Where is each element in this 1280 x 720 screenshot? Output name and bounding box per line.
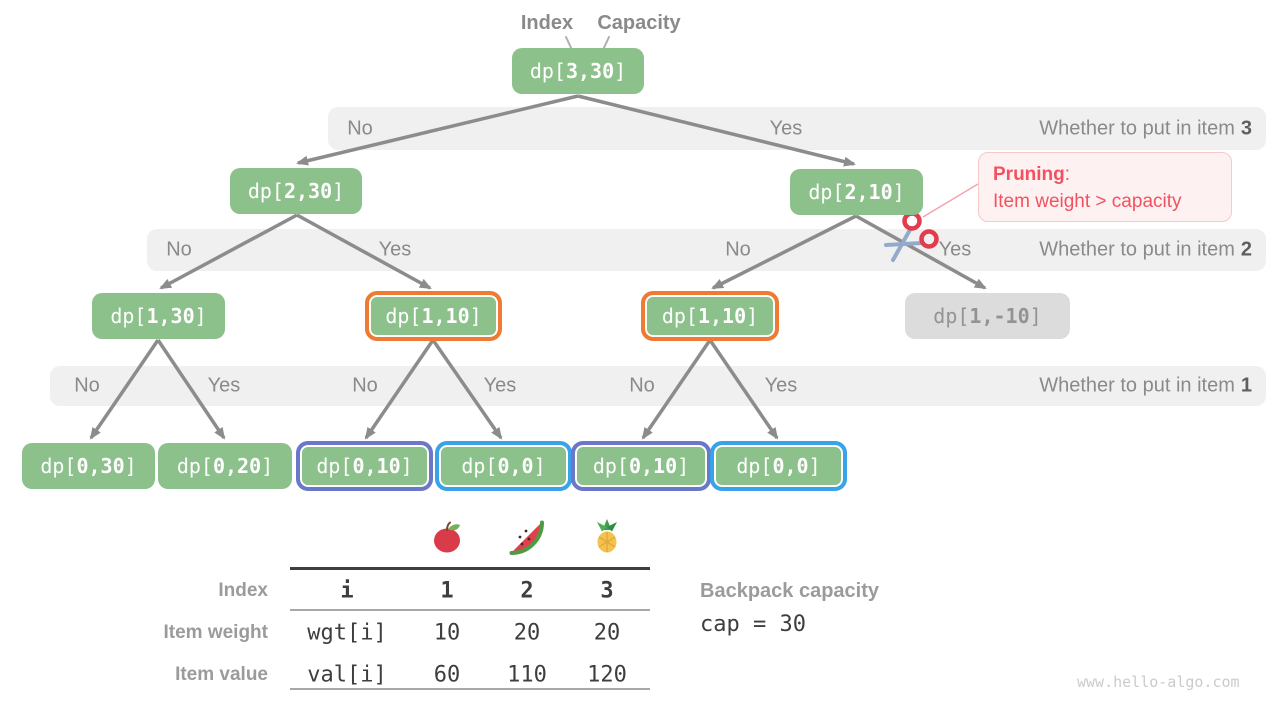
tree-node-dp-2-30: dp[2,30] bbox=[230, 168, 362, 214]
edge-yes-3-30-to-2-10 bbox=[577, 94, 856, 167]
edge-no-1-10-to-0-10 bbox=[364, 339, 435, 440]
edge-yes-2-30-to-1-10 bbox=[296, 213, 432, 290]
decision-label-yes: Yes bbox=[764, 374, 798, 397]
backpack-capacity-label: Backpack capacity bbox=[700, 580, 880, 602]
tree-node-dp-2-10: dp[2,10] bbox=[790, 169, 923, 215]
decision-label-yes: Yes bbox=[483, 374, 517, 397]
tree-node-dp-0-20: dp[0,20] bbox=[158, 443, 292, 489]
pruning-callout-line bbox=[922, 183, 979, 218]
decision-label-no: No bbox=[166, 238, 192, 261]
decision-label-no: No bbox=[725, 238, 751, 261]
scissors-icon bbox=[884, 211, 939, 262]
edge-yes-1-10-to-0-0 bbox=[431, 339, 503, 440]
capacity-label: Capacity bbox=[597, 12, 681, 34]
tree-node-dp-1-10-highlighted: dp[1,10] bbox=[365, 291, 502, 341]
edge-yes-2-10-to-1--10 bbox=[855, 214, 987, 290]
tree-node-dp-0-0-highlighted: dp[0,0] bbox=[435, 441, 572, 491]
edge-no-3-30-to-2-30 bbox=[296, 94, 579, 166]
edge-no-1-10b-to-0-10 bbox=[641, 339, 712, 440]
table-header-cell: 3 bbox=[600, 578, 614, 604]
pruning-callout: Pruning: Item weight > capacity bbox=[978, 152, 1232, 222]
edge-no-1-30-to-0-30 bbox=[89, 339, 160, 440]
table-header-cell: i bbox=[340, 578, 354, 604]
decision-label-yes: Yes bbox=[378, 238, 412, 261]
table-bottom-rule bbox=[290, 688, 650, 690]
watermark: www.hello-algo.com bbox=[1077, 673, 1240, 691]
index-label: Index bbox=[520, 12, 574, 34]
apple-icon bbox=[434, 521, 460, 553]
table-header-cell: 2 bbox=[520, 578, 534, 604]
tree-node-dp-0-0-highlighted: dp[0,0] bbox=[710, 441, 847, 491]
pineapple-icon bbox=[597, 519, 617, 553]
decision-label-no: No bbox=[347, 117, 373, 139]
watermelon-icon bbox=[509, 520, 544, 555]
table-cell: 20 bbox=[593, 620, 621, 646]
table-row-label-weight: Item weight bbox=[163, 622, 268, 643]
tree-node-dp-1-30: dp[1,30] bbox=[92, 293, 225, 339]
table-cell: 60 bbox=[433, 662, 461, 688]
decision-label-no: No bbox=[74, 374, 100, 397]
table-header-cell: 1 bbox=[440, 578, 454, 604]
tree-node-dp-1-10-highlighted: dp[1,10] bbox=[641, 291, 779, 341]
decision-band-item-1: No Yes No Yes No Yes Whether to put in i… bbox=[50, 366, 1266, 406]
pruning-title-line: Pruning: bbox=[993, 164, 1071, 185]
edge-yes-1-30-to-0-20 bbox=[156, 339, 226, 440]
tree-node-dp-3-30: dp[3,30] bbox=[512, 48, 644, 94]
table-cell: 20 bbox=[513, 620, 541, 646]
decision-label-yes: Yes bbox=[769, 117, 803, 139]
edge-yes-1-10b-to-0-0 bbox=[708, 339, 779, 440]
tree-node-dp-0-30: dp[0,30] bbox=[22, 443, 155, 489]
pruning-detail: Item weight > capacity bbox=[993, 191, 1182, 212]
table-cell: 10 bbox=[433, 620, 461, 646]
table-row-label-value: Item value bbox=[175, 664, 268, 685]
tree-node-dp-0-10-highlighted: dp[0,10] bbox=[296, 441, 433, 491]
table-top-rule bbox=[290, 567, 650, 570]
tree-node-dp-0-10-highlighted: dp[0,10] bbox=[571, 441, 711, 491]
decision-label-yes: Yes bbox=[938, 238, 972, 261]
table-cell-wgt: wgt[i] bbox=[307, 620, 387, 646]
decision-label-yes: Yes bbox=[207, 374, 241, 397]
edge-no-2-10-to-1-10 bbox=[711, 214, 857, 290]
decision-label-no: No bbox=[629, 374, 655, 397]
table-cell: 120 bbox=[587, 662, 627, 688]
table-row-label-index: Index bbox=[218, 580, 268, 601]
backpack-capacity-code: cap = 30 bbox=[700, 612, 806, 637]
table-header-rule bbox=[290, 609, 650, 611]
table-cell: 110 bbox=[507, 662, 547, 688]
tree-node-dp-1-neg10-pruned: dp[1,-10] bbox=[905, 293, 1070, 339]
decision-label-no: No bbox=[352, 374, 378, 397]
edge-no-2-30-to-1-30 bbox=[159, 213, 298, 290]
table-cell-val: val[i] bbox=[307, 662, 387, 688]
